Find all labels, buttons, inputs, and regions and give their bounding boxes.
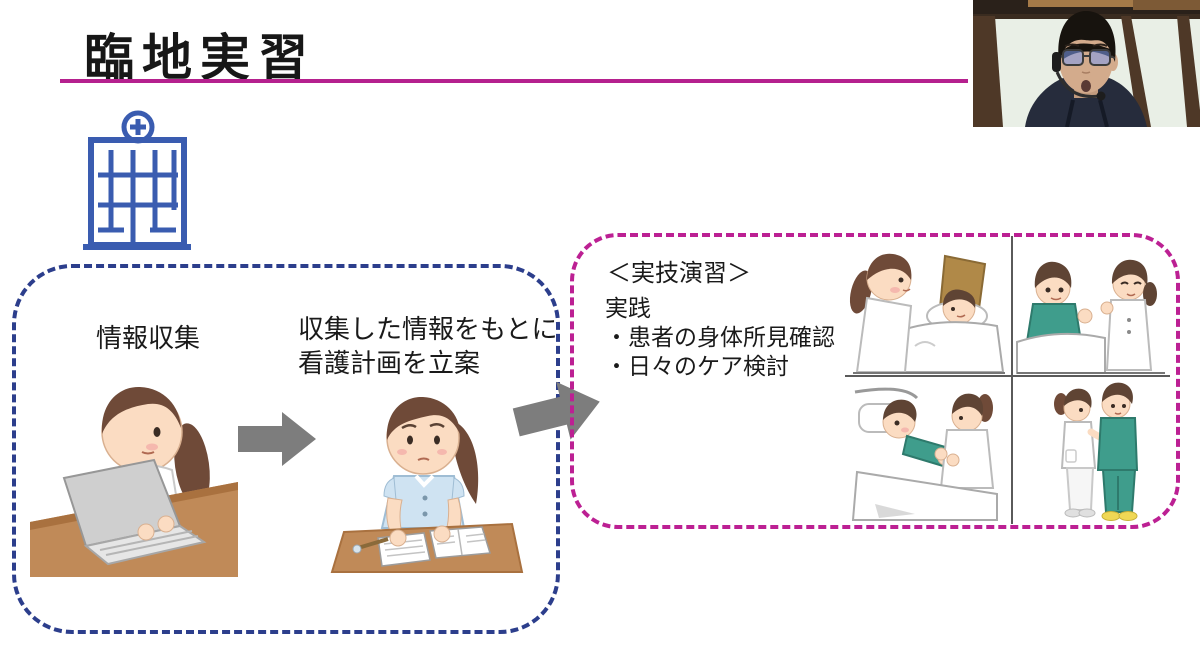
title-underline [60, 79, 968, 83]
right-arrow-icon [238, 412, 316, 466]
illustration-nursing-panels [845, 236, 1170, 524]
webcam-feed[interactable] [973, 0, 1200, 127]
practical-training-details: 実践 ・患者の身体所見確認 ・日々のケア検討 [605, 294, 835, 381]
practical-training-heading: ＜実技演習＞ [607, 260, 751, 287]
right-arrow-icon [512, 381, 600, 440]
information-phase-box [12, 264, 560, 634]
headset-icon [1052, 52, 1106, 101]
info-gathering-label: 情報収集 [96, 323, 201, 353]
glasses-icon [1056, 49, 1116, 66]
laptop [62, 458, 207, 566]
panel-pulse-check [851, 387, 998, 521]
bullet-physical-findings: ・患者の身体所見確認 [605, 324, 835, 350]
page-title: 臨地実習 [84, 30, 316, 86]
panel-bed-conversation [1016, 259, 1165, 374]
presenter [1025, 11, 1147, 127]
illustration-woman-laptop [30, 386, 238, 577]
presenter-video [973, 0, 1200, 127]
nursing-plan-line2: 看護計画を立案 [298, 348, 481, 378]
bullet-daily-care: ・日々のケア検討 [605, 353, 789, 379]
illustration-student-desk [330, 396, 524, 573]
student-figure [380, 396, 479, 537]
panel-walking-assist [1054, 382, 1139, 521]
nursing-plan-label: 収集した情報をもとに 看護計画を立案 [298, 312, 557, 380]
practice-label: 実践 [605, 295, 651, 321]
hospital-building-icon [83, 110, 191, 250]
panel-bedside-exam [849, 253, 1005, 374]
window-frames [973, 16, 1200, 127]
practical-training-box [570, 233, 1180, 529]
study-desk [330, 522, 524, 573]
nursing-plan-line1: 収集した情報をもとに [298, 314, 558, 344]
